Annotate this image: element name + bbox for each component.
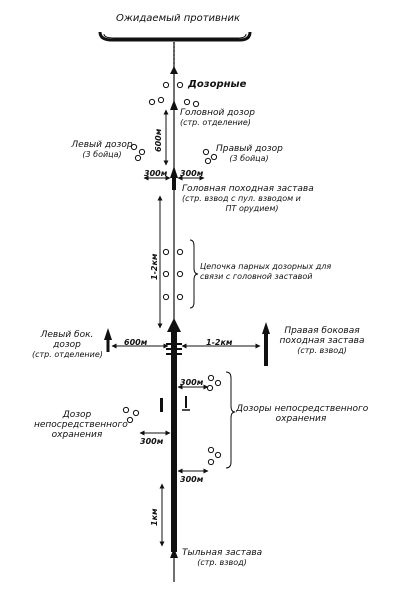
main-column-head <box>167 318 181 332</box>
right-flank-line3: (стр. взвод) <box>297 346 347 355</box>
head-outpost-label: Головная походная застава (стр. взвод с … <box>182 184 322 214</box>
chain-label: Цепочка парных дозорных для связи с голо… <box>200 262 331 282</box>
head-outpost-line2: (стр. взвод с пул. взводом и <box>182 194 301 203</box>
dist-left-300: 300м <box>144 169 168 178</box>
dist-close-left: 300м <box>140 437 164 446</box>
left-flank-label: Левый бок. дозор (стр. отделение) <box>32 330 103 360</box>
dist-close-right-upper: 300м <box>180 378 204 387</box>
left-patrol-line1: Левый дозор <box>71 140 133 150</box>
chain-bracket <box>189 239 199 309</box>
right-flank-line2: походная застава <box>279 336 365 346</box>
right-side-element <box>185 396 187 408</box>
close-patrols-line2: охранения <box>275 414 327 424</box>
left-flank-line3: (стр. отделение) <box>32 350 103 359</box>
head-outpost-body <box>172 178 176 190</box>
right-patrol-line1: Правый дозор <box>216 144 283 154</box>
left-side-element <box>160 398 163 412</box>
head-outpost-line1: Головная походная застава <box>182 184 314 194</box>
close-patrols-line1: Дозоры непосредственного <box>236 404 369 414</box>
scouts-label: Дозорные <box>188 79 247 90</box>
enemy-front-inner <box>103 33 247 39</box>
scouts-arrow <box>170 66 178 74</box>
rear-outpost-arrow <box>170 548 178 558</box>
left-patrol-label: Левый дозор (3 бойца) <box>70 140 134 160</box>
rear-outpost-line2: (стр. взвод) <box>197 558 247 567</box>
close-patrol-bracket <box>225 371 236 469</box>
dist-rear-gap: 1км <box>150 508 159 526</box>
left-patrol-line2: (3 бойца) <box>82 150 122 159</box>
left-flank-arrow <box>104 328 112 340</box>
left-close-line3: охранения <box>51 430 103 440</box>
left-flank-body <box>106 340 110 352</box>
dist-right-300: 300м <box>180 169 204 178</box>
right-patrol-label: Правый дозор (3 бойца) <box>216 144 283 164</box>
close-patrols-label: Дозоры непосредственного охранения <box>236 404 369 424</box>
left-flank-line2: дозор <box>53 340 81 350</box>
chain-line2: связи с головной заставой <box>200 272 313 281</box>
head-outpost-line3: ПТ орудием) <box>225 204 279 213</box>
right-patrol-line2: (3 бойца) <box>229 154 269 163</box>
dist-close-right-lower: 300м <box>180 475 204 484</box>
rear-outpost-label: Тыльная застава (стр. взвод) <box>182 548 262 568</box>
left-close-label: Дозор непосредственного охранения <box>34 410 128 440</box>
right-flank-line1: Правая боковая <box>284 326 360 336</box>
right-flank-arrow <box>262 322 270 334</box>
dist-head-gap: 600м <box>154 128 163 152</box>
head-patrol-line2: (стр. отделение) <box>180 118 251 127</box>
head-patrol-line1: Головной дозор <box>180 108 255 118</box>
rear-outpost-line1: Тыльная застава <box>182 548 263 558</box>
dist-right-flank: 1-2км <box>206 338 233 347</box>
main-column <box>171 330 177 552</box>
enemy-label: Ожидаемый противник <box>116 13 240 24</box>
scout-circles <box>122 81 222 466</box>
right-flank-label: Правая боковая походная застава (стр. вз… <box>272 326 372 356</box>
chain-line1: Цепочка парных дозорных для <box>200 262 332 271</box>
right-flank-body <box>264 334 268 366</box>
head-patrol-arrow <box>170 100 178 110</box>
head-patrol-label: Головной дозор (стр. отделение) <box>180 108 255 128</box>
head-outpost-arrow <box>170 166 178 178</box>
enemy-front-line <box>98 31 252 42</box>
dist-left-flank: 600м <box>124 338 148 347</box>
left-close-line1: Дозор <box>62 410 92 420</box>
left-flank-line1: Левый бок. <box>40 330 94 340</box>
dist-chain-len: 1-2км <box>150 253 159 280</box>
left-close-line2: непосредственного <box>34 420 128 430</box>
